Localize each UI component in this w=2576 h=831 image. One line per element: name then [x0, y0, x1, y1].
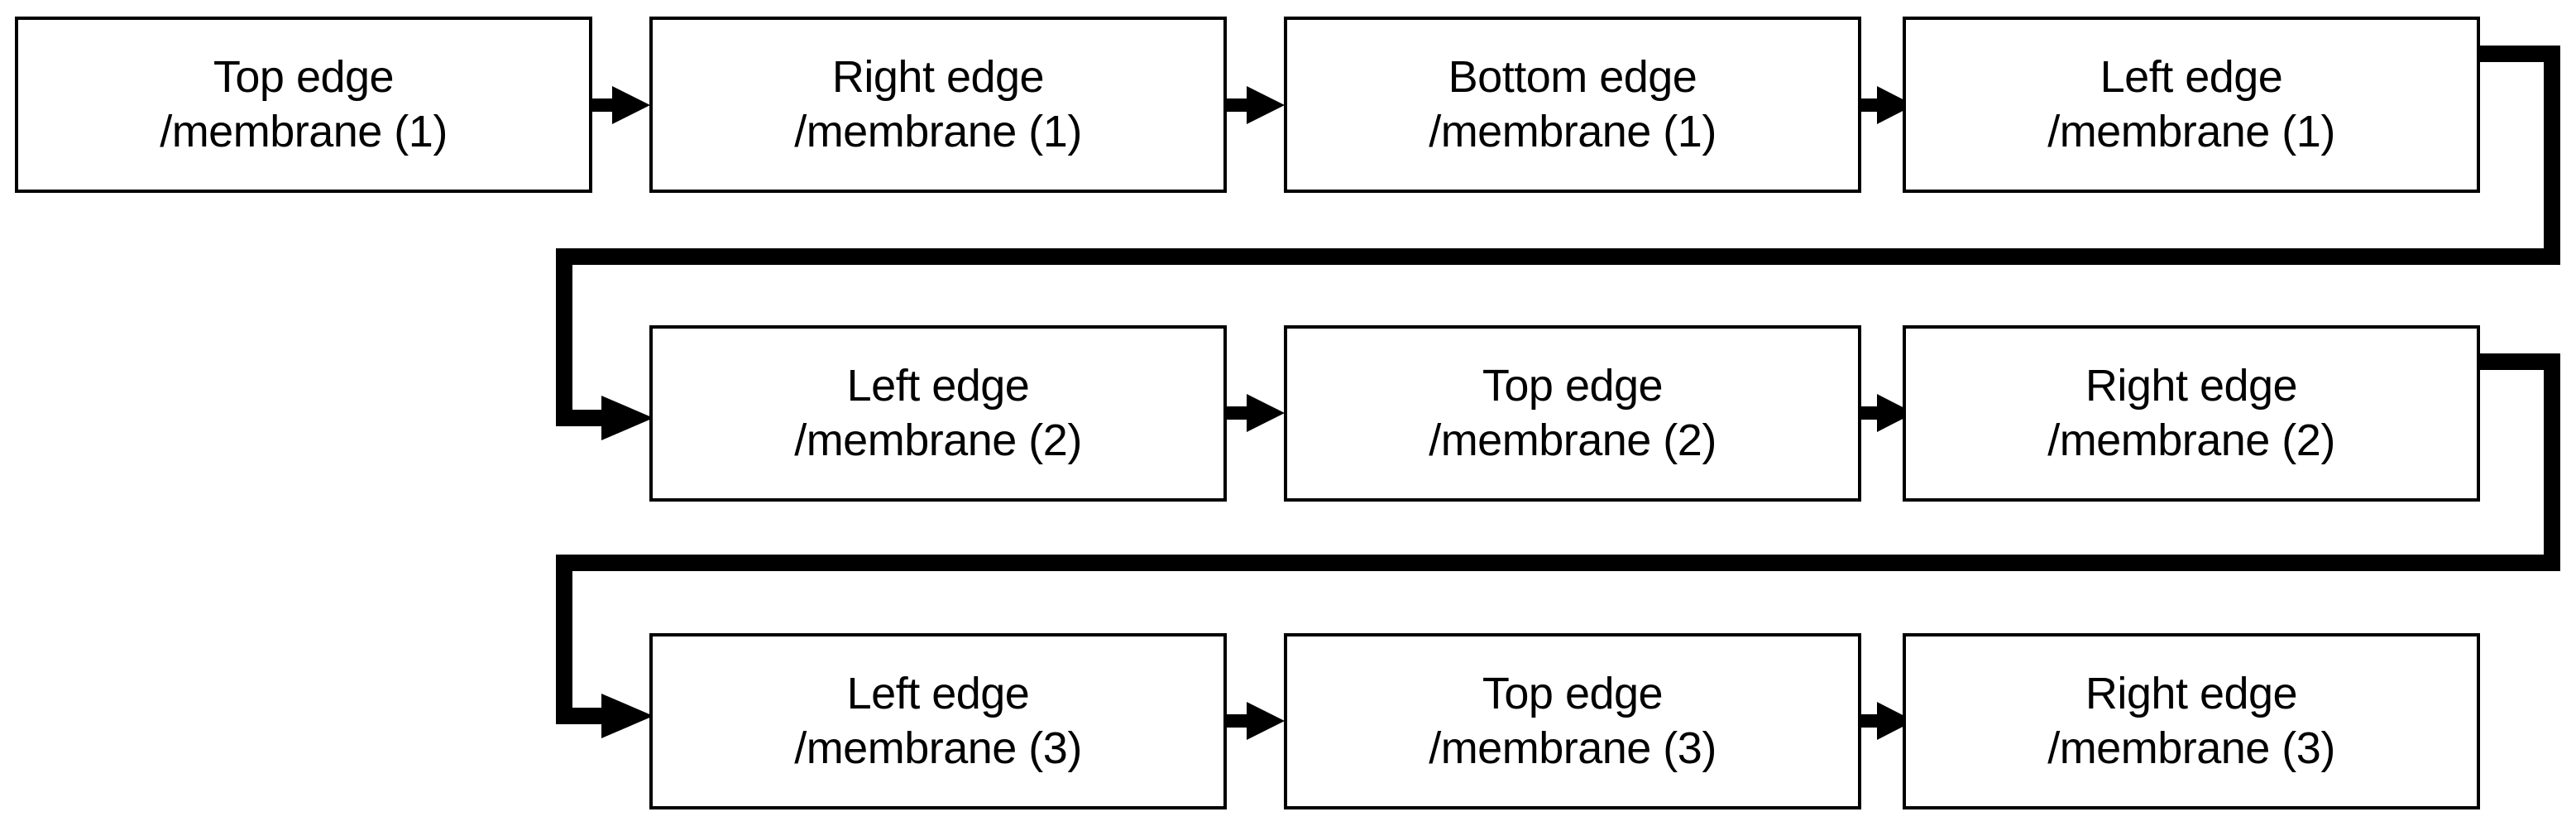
node-left-edge-membrane-2[interactable]: Left edge /membrane (2): [649, 325, 1227, 502]
node-label-line2: /membrane (2): [794, 415, 1082, 465]
arrow-n2-n3: [1227, 86, 1285, 124]
node-label-line2: /membrane (2): [2047, 415, 2335, 465]
node-top-edge-membrane-1[interactable]: Top edge /membrane (1): [15, 17, 592, 193]
node-label-line1: Right edge: [831, 51, 1045, 102]
node-right-edge-membrane-2[interactable]: Right edge /membrane (2): [1903, 325, 2480, 502]
node-top-edge-membrane-3[interactable]: Top edge /membrane (3): [1284, 633, 1861, 809]
node-label-line1: Top edge: [1482, 360, 1664, 411]
node-label-line2: /membrane (2): [1429, 415, 1717, 465]
node-label-line2: /membrane (1): [160, 106, 448, 156]
node-label-line2: /membrane (3): [2047, 723, 2335, 773]
node-top-edge-membrane-2[interactable]: Top edge /membrane (2): [1284, 325, 1861, 502]
node-label-line1: Left edge: [846, 360, 1030, 411]
node-label-line1: Top edge: [1482, 668, 1664, 718]
arrow-n5-n6: [1227, 394, 1285, 432]
node-label-line1: Top edge: [213, 51, 395, 102]
node-bottom-edge-membrane-1[interactable]: Bottom edge /membrane (1): [1284, 17, 1861, 193]
node-label-line2: /membrane (3): [1429, 723, 1717, 773]
node-label-line1: Left edge: [2100, 51, 2283, 102]
node-right-edge-membrane-3[interactable]: Right edge /membrane (3): [1903, 633, 2480, 809]
node-label-line2: /membrane (1): [2047, 106, 2335, 156]
node-label-line1: Bottom edge: [1448, 51, 1697, 102]
node-label-line1: Right edge: [2085, 360, 2298, 411]
node-label-line2: /membrane (1): [1429, 106, 1717, 156]
node-label-line2: /membrane (1): [794, 106, 1082, 156]
arrow-n1-n2: [592, 86, 650, 124]
node-label-line1: Left edge: [846, 668, 1030, 718]
node-left-edge-membrane-1[interactable]: Left edge /membrane (1): [1903, 17, 2480, 193]
node-right-edge-membrane-1[interactable]: Right edge /membrane (1): [649, 17, 1227, 193]
node-left-edge-membrane-3[interactable]: Left edge /membrane (3): [649, 633, 1227, 809]
node-label-line1: Right edge: [2085, 668, 2298, 718]
node-label-line2: /membrane (3): [794, 723, 1082, 773]
arrow-n8-n9: [1227, 702, 1285, 740]
